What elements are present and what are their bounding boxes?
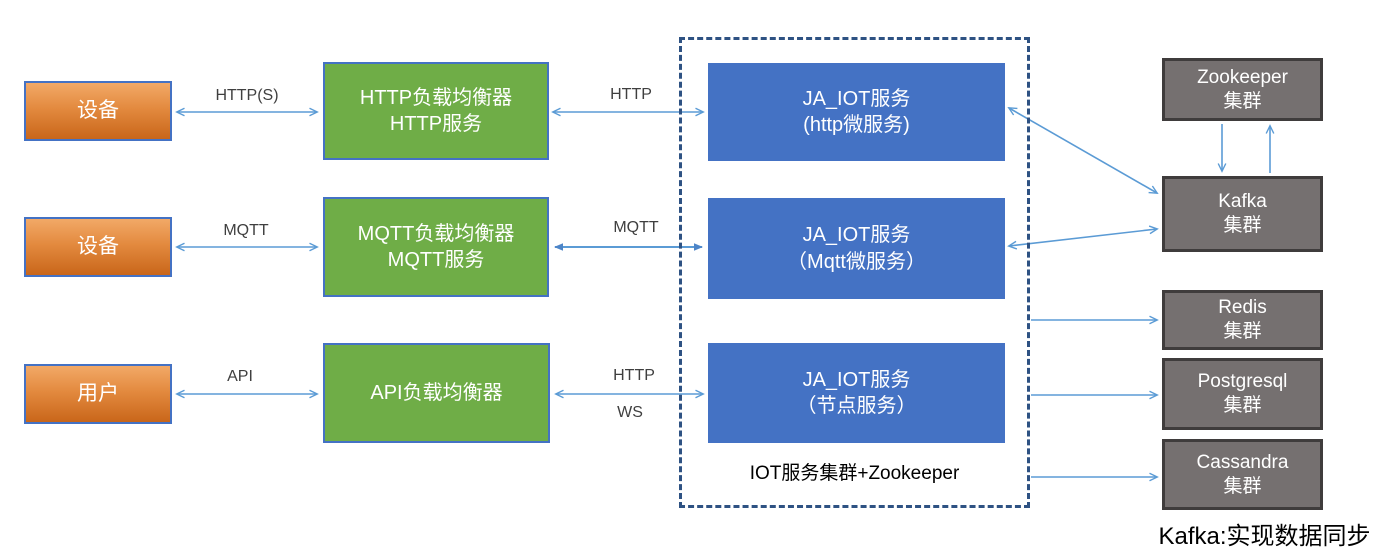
node-kafka-cluster-line2: 集群 [1223,215,1262,236]
node-device-2-label: 设备 [77,235,119,259]
node-iot-service-http-line1: JA_IOT服务 [802,87,911,110]
edge-label-http-ws-top: HTTP [613,367,655,384]
node-iot-service-mqtt-line2: （Mqtt微服务） [787,250,926,273]
node-device-1-label: 设备 [77,99,119,123]
node-iot-service-mqtt-line1: JA_IOT服务 [802,224,911,247]
node-postgresql-cluster-line1: Postgresql [1197,371,1288,393]
node-http-loadbalancer: HTTP负载均衡器 HTTP服务 [323,62,549,160]
edge-label-ws: WS [617,404,643,421]
node-postgresql-cluster-line2: 集群 [1223,395,1262,416]
node-cassandra-cluster-line2: 集群 [1223,475,1262,497]
node-cassandra-cluster-line1: Cassandra [1196,451,1289,473]
edge-label-mqtt-mid: MQTT [613,219,659,236]
node-iot-service-node-line2: （节点服务） [796,395,917,417]
node-iot-service-node: JA_IOT服务 （节点服务） [708,343,1005,443]
node-user-label: 用户 [77,382,119,406]
node-postgresql-cluster: Postgresql 集群 [1162,358,1323,430]
edge-label-api: API [227,368,253,385]
node-kafka-cluster-line1: Kafka [1218,191,1267,213]
node-mqtt-loadbalancer-line1: MQTT负载均衡器 [357,222,515,245]
node-redis-cluster-line1: Redis [1218,297,1267,319]
node-mqtt-loadbalancer-line2: MQTT服务 [387,249,485,271]
edge-iothttp-kafka [1007,107,1159,194]
node-redis-cluster-line2: 集群 [1223,321,1262,342]
iot-cluster-boundary [679,37,1030,508]
node-http-loadbalancer-line1: HTTP负载均衡器 [359,86,513,109]
node-device-2: 设备 [24,217,172,277]
node-zookeeper-cluster-line1: Zookeeper [1197,66,1288,88]
node-mqtt-loadbalancer: MQTT负载均衡器 MQTT服务 [323,197,549,297]
node-iot-service-http: JA_IOT服务 (http微服务) [708,63,1005,161]
edge-label-http-1: HTTP [610,86,652,103]
edge-label-https: HTTP(S) [215,87,279,104]
node-device-1: 设备 [24,81,172,141]
node-zookeeper-cluster-line2: 集群 [1223,90,1262,112]
node-iot-service-node-line1: JA_IOT服务 [802,368,911,391]
edge-label-mqtt-left: MQTT [223,222,269,239]
node-user: 用户 [24,364,172,424]
node-redis-cluster: Redis 集群 [1162,290,1323,350]
edge-iotmqtt-kafka [1007,225,1159,250]
iot-cluster-label: IOT服务集群+Zookeeper [749,463,960,484]
node-iot-service-mqtt: JA_IOT服务 （Mqtt微服务） [708,198,1005,299]
node-cassandra-cluster: Cassandra 集群 [1162,439,1323,510]
node-iot-service-http-line2: (http微服务) [803,114,910,136]
node-api-loadbalancer-line1: API负载均衡器 [370,381,503,404]
kafka-sync-footnote: Kafka:实现数据同步 [1158,523,1371,550]
node-kafka-cluster: Kafka 集群 [1162,176,1323,252]
node-http-loadbalancer-line2: HTTP服务 [389,113,483,135]
node-zookeeper-cluster: Zookeeper 集群 [1162,58,1323,121]
node-api-loadbalancer: API负载均衡器 [323,343,550,443]
